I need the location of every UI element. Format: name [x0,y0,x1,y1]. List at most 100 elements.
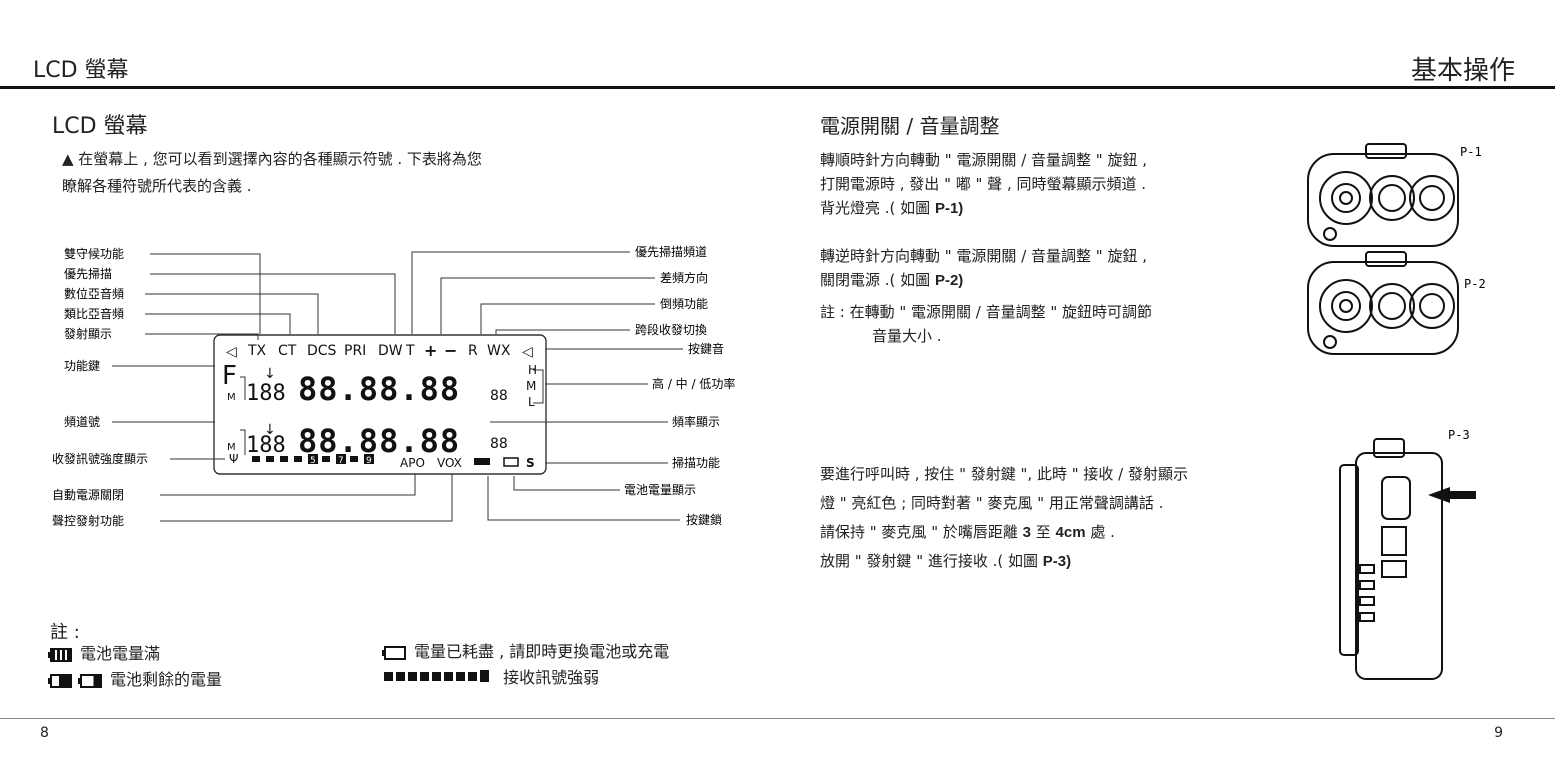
battery-two-thirds-icon [48,673,72,688]
label-battery: 電池電量顯示 [624,483,696,497]
lcd-sub-1: 88 [490,388,508,404]
page-number-right: 9 [1494,725,1503,741]
minus-icon: − [444,341,457,360]
lcd-wx: WX [487,343,511,359]
p1-line-3-text: 背光燈亮 .( 如圖 [820,199,935,217]
battery-full-icon [48,647,72,662]
p3-line-4: 放開 " 發射鍵 " 進行接收 .( 如圖 P-3) [820,547,1188,576]
lcd-l: L [528,395,535,409]
p3-distance-max: 4cm [1055,524,1086,541]
page-header-right: 基本操作 [1410,56,1515,86]
lcd-m-1: M [227,392,236,403]
fig-label-p3: P-3 [1448,428,1470,442]
note-battery-remaining-text: 電池剩餘的電量 [110,670,223,689]
arrow-down-icon: ↓ [264,366,276,382]
p2-line-2-text: 關閉電源 .( 如圖 [820,271,935,289]
p3-line-2: 燈 " 亮紅色 ; 同時對著 " 麥克風 " 用正常聲調講話 . [820,494,1164,512]
note-line-2: 音量大小 . [872,327,942,345]
lcd-freq-1: 88.88.88 [298,370,460,408]
label-vox: 聲控發射功能 [52,513,124,528]
lcd-sub-2: 88 [490,436,508,452]
note-battery-full-text: 電池電量滿 [80,644,161,663]
transmit-paragraph: 要進行呼叫時 , 按住 " 發射鍵 ", 此時 " 接收 / 發射顯示 燈 " … [820,460,1188,576]
lcd-ct: CT [278,343,297,359]
radio-side-figure: P-3 [1339,428,1476,680]
fig-label-p2: P-2 [1464,277,1486,291]
label-cross-band: 跨段收發切換 [635,322,707,337]
p1-line-1: 轉順時針方向轉動 " 電源開關 / 音量調整 " 旋鈕 , [820,151,1147,169]
note-signal-strength-text: 接收訊號強弱 [503,668,600,687]
label-ctcss: 類比亞音頻 [64,306,124,321]
arrow-down-icon-2: ↓ [264,422,276,438]
battery-one-third-icon [78,673,102,688]
header-rule [0,86,1555,89]
lcd-freq-2: 88.88.88 [298,422,460,460]
lcd-channel-1: 188 [246,381,286,406]
arrow-left-icon [1428,487,1476,503]
lcd-f: F [222,361,237,391]
p2-close: ) [958,272,964,289]
lcd-diagram: 雙守候功能 優先掃描 數位亞音頻 類比亞音頻 發射顯示 功能鍵 頻道號 收發訊號… [52,244,735,528]
label-function-key: 功能鍵 [64,358,100,373]
key-lock-icon [474,458,490,465]
p1-fig-ref: P-1 [934,200,959,217]
lcd-n7: 7 [338,456,344,466]
battery-icon [503,457,519,467]
lcd-n5: 5 [310,456,316,466]
p3-distance-min: 3 [1022,524,1031,541]
battery-empty-icon [382,645,406,660]
lcd-dw: DW [378,343,403,359]
bell-icon: ◁ [522,344,533,360]
label-priority-scan: 優先掃描 [64,266,112,281]
label-key-beep: 按鍵音 [688,341,724,356]
note-battery-remaining: 電池剩餘的電量 [48,666,223,690]
lcd-dcs: DCS [307,343,337,359]
notes-heading: 註 : [50,622,80,643]
page-number-left: 8 [40,725,49,741]
volume-note: 註 : 在轉動 " 電源開關 / 音量調整 " 旋鈕時可調節 音量大小 . [820,300,1152,348]
plus-icon: + [424,341,437,360]
p3-line-4-text: 放開 " 發射鍵 " 進行接收 .( 如圖 [820,552,1043,570]
p3-line-3c: 處 . [1085,523,1115,541]
p2-fig-ref: P-2 [934,272,959,289]
power-on-paragraph: 轉順時針方向轉動 " 電源開關 / 音量調整 " 旋鈕 , 打開電源時 , 發出… [820,148,1147,221]
label-power-level: 高 / 中 / 低功率 [652,376,735,391]
lcd-vox: VOX [437,456,462,470]
label-channel-number: 頻道號 [64,415,100,429]
label-priority-channel: 優先掃描頻道 [635,244,707,259]
lcd-m-2: M [227,442,236,453]
label-scan: 掃描功能 [672,455,720,470]
label-key-lock: 按鍵鎖 [686,512,722,527]
lcd-r: R [468,343,478,359]
label-apo: 自動電源關閉 [52,488,124,502]
radio-top-figures: P-1 P-2 [1307,143,1486,355]
p1-line-3: 背光燈亮 .( 如圖 P-1) [820,196,1147,221]
p3-line-1: 要進行呼叫時 , 按住 " 發射鍵 ", 此時 " 接收 / 發射顯示 [820,465,1188,483]
intro-line-2: 瞭解各種符號所代表的含義 . [62,177,252,195]
note-line-1: 註 : 在轉動 " 電源開關 / 音量調整 " 旋鈕時可調節 [820,303,1153,321]
p3-line-3b: 至 [1030,523,1056,541]
page-header-left: LCD 螢幕 [33,58,129,83]
speaker-icon: ◁ [226,344,237,360]
section-heading-lcd: LCD 螢幕 [52,114,148,139]
p3-line-3: 請保持 " 麥克風 " 於嘴唇距離 3 至 4cm 處 . [820,518,1188,547]
lcd-s: S [526,456,535,470]
p3-close: ) [1066,553,1072,570]
p2-line-2: 關閉電源 .( 如圖 P-2) [820,268,1147,293]
lcd-tx: TX [247,343,267,359]
footer-rule [0,718,1555,719]
lcd-h: H [528,363,537,377]
label-dcs: 數位亞音頻 [64,286,124,301]
lcd-n9: 9 [366,456,372,466]
note-battery-full: 電池電量滿 [48,640,161,664]
p1-close: ) [958,200,964,217]
fig-label-p1: P-1 [1460,145,1482,159]
power-off-paragraph: 轉逆時針方向轉動 " 電源開關 / 音量調整 " 旋鈕 , 關閉電源 .( 如圖… [820,244,1147,293]
signal-bars [252,454,374,464]
lcd-pri: PRI [344,343,366,359]
label-tx: 發射顯示 [64,326,112,341]
section-heading-power: 電源開關 / 音量調整 [820,114,1000,138]
note-battery-empty: 電量已耗盡 , 請即時更換電池或充電 [382,638,669,662]
note-signal-strength: 接收訊號強弱 [384,664,602,688]
label-frequency-display: 頻率顯示 [672,414,720,429]
